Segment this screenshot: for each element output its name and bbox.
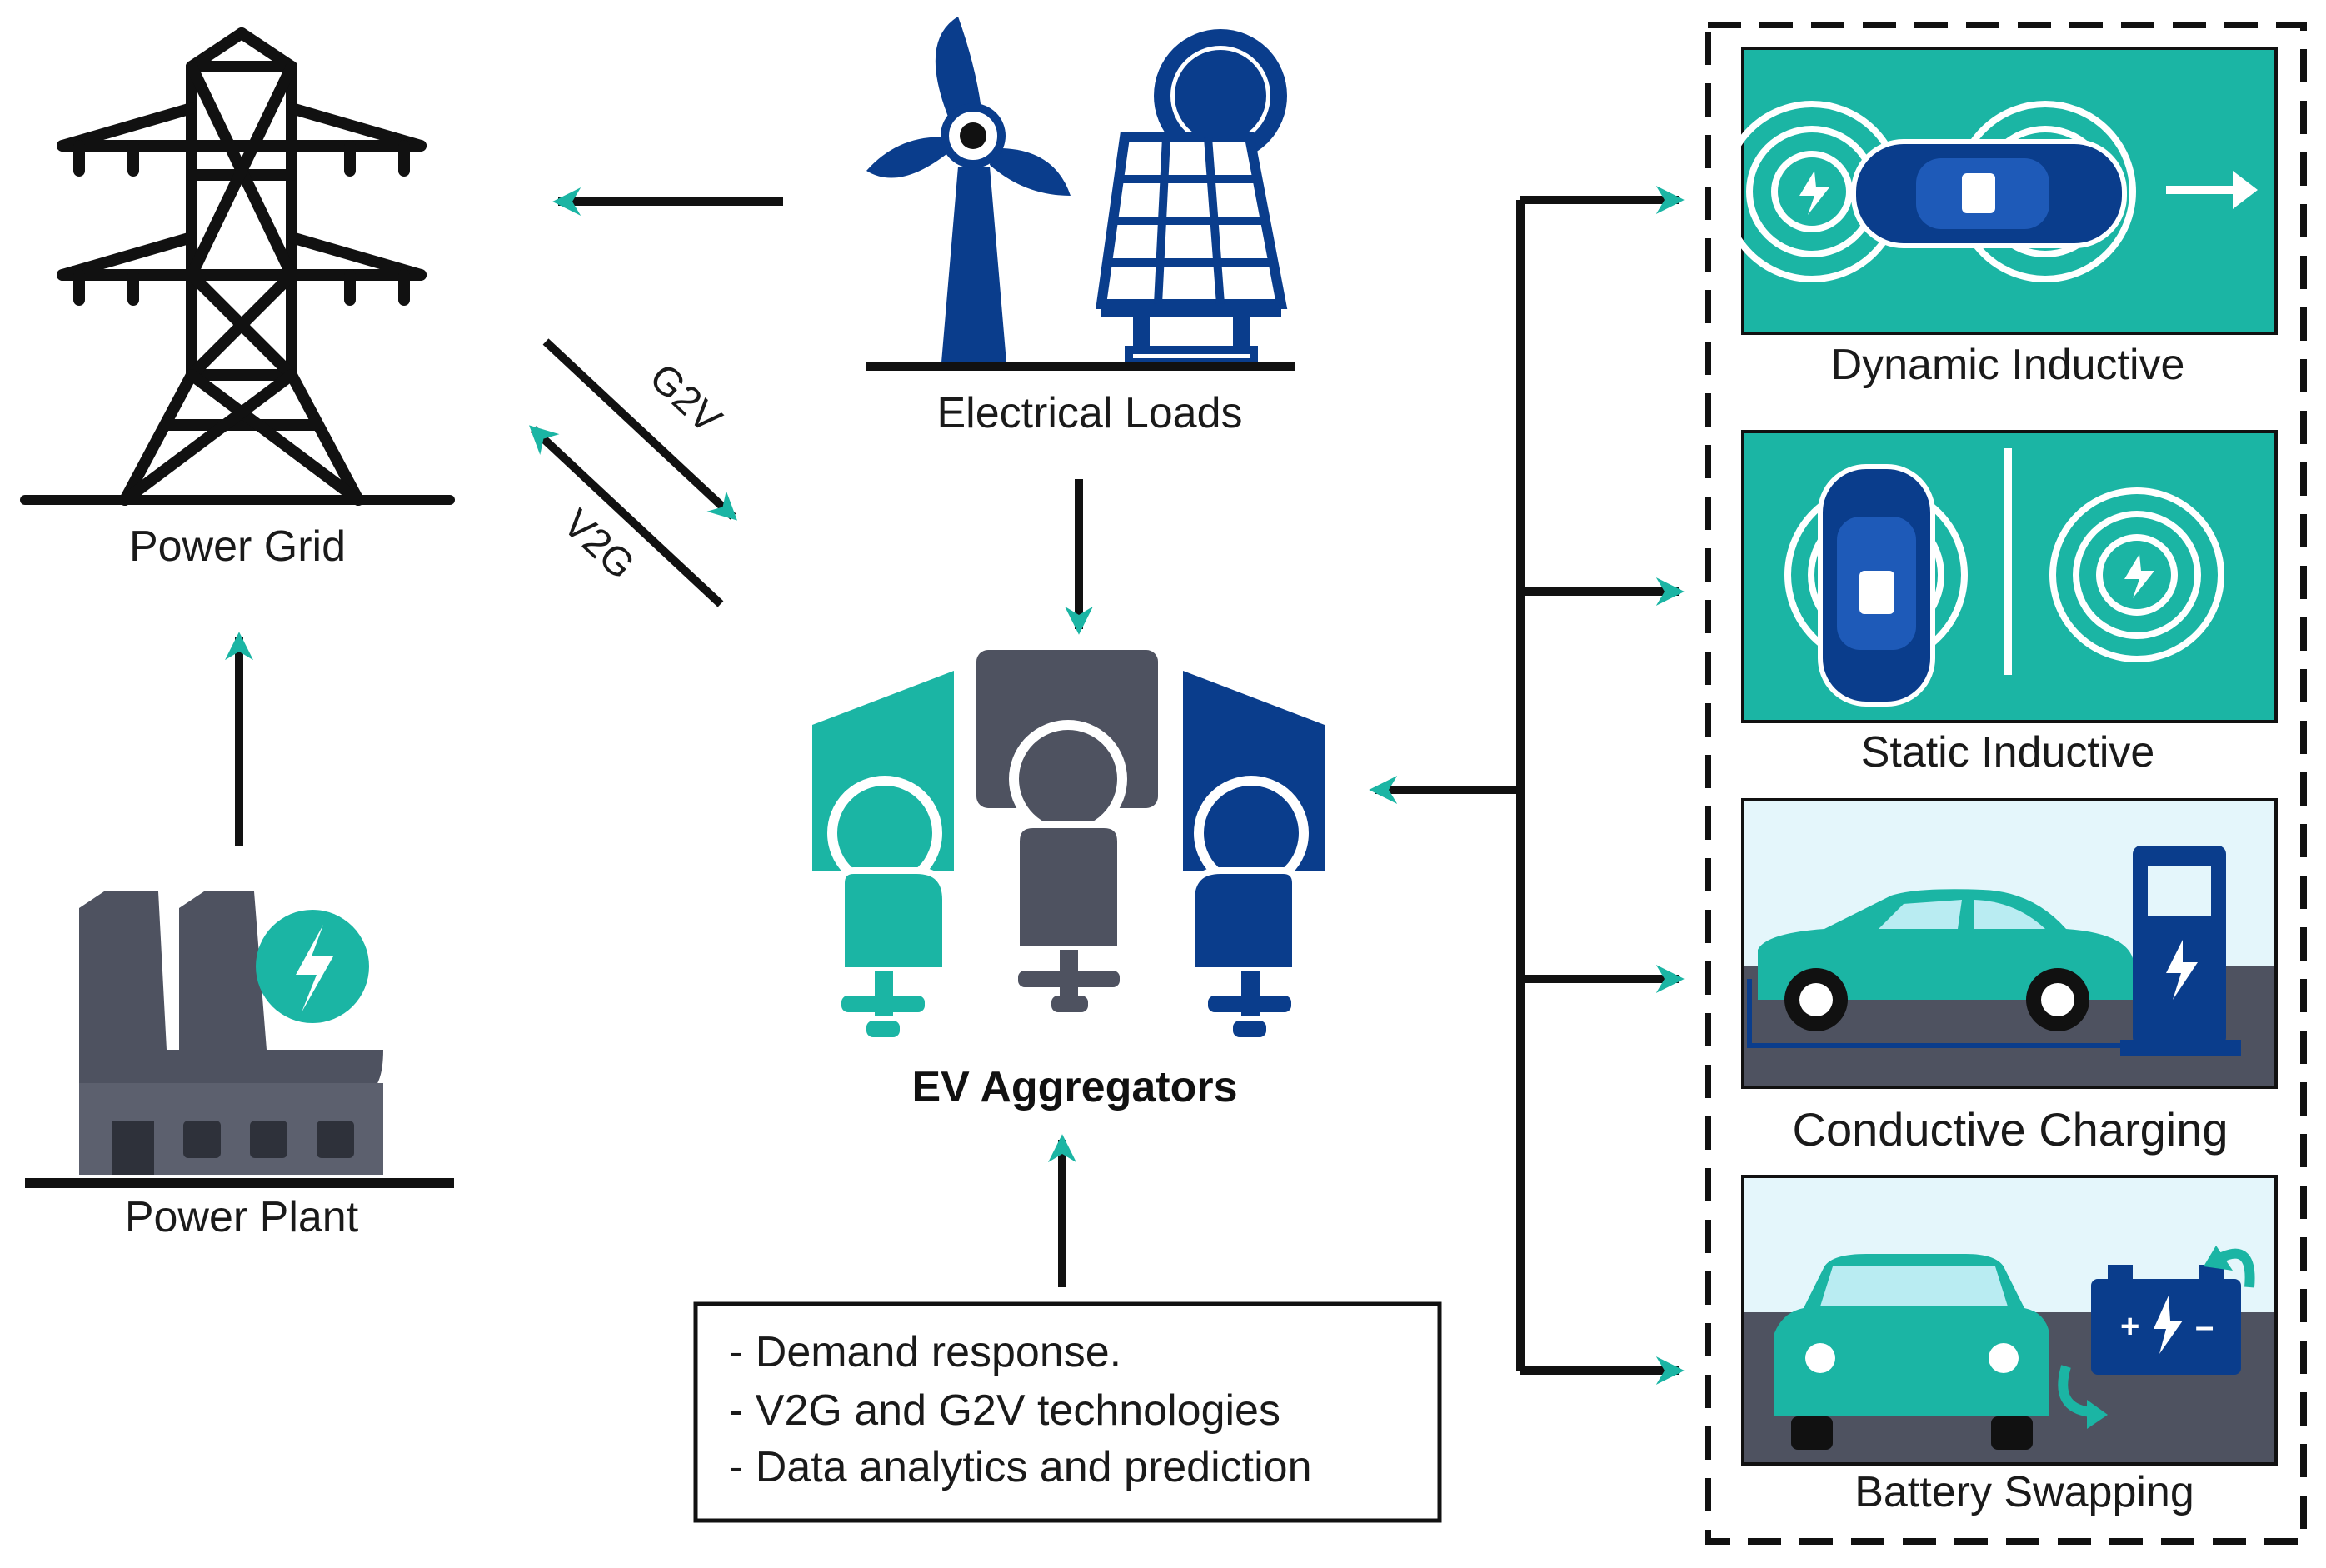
electrical-loads-label: Electrical Loads <box>936 389 1242 437</box>
svg-text:+: + <box>2120 1308 2139 1345</box>
arrow-g2v <box>542 338 737 521</box>
transmission-tower-icon <box>20 27 455 506</box>
conductive-charging-label: Conductive Charging <box>1793 1103 2229 1156</box>
energy-bolt-icon <box>256 910 369 1023</box>
ev-aggregators-label: EV Aggregators <box>911 1063 1237 1111</box>
services-item-2: - Data analytics and prediction <box>729 1443 1312 1491</box>
arrow-v2g <box>529 425 724 607</box>
swap-arrow-icon <box>2218 1248 2255 1288</box>
g2v-label: G2V <box>641 356 729 442</box>
aggregators-group-icon <box>812 650 1325 1037</box>
dynamic-inductive-panel <box>1721 47 2278 335</box>
svg-text:–: – <box>2195 1308 2214 1345</box>
services-item-0: - Demand response. <box>729 1328 1121 1376</box>
wind-turbine-icon <box>866 17 1071 362</box>
sun-icon <box>1154 29 1287 162</box>
charging-methods-frame <box>1705 22 2307 1545</box>
static-inductive-label: Static Inductive <box>1861 728 2155 777</box>
sedan-icon <box>1758 889 2137 1000</box>
static-inductive-panel <box>1741 430 2278 723</box>
power-plant-label: Power Plant <box>125 1193 359 1241</box>
dynamic-inductive-label: Dynamic Inductive <box>1831 341 2185 389</box>
power-grid-label: Power Grid <box>129 522 346 571</box>
branch-connector <box>1369 185 1685 1386</box>
services-box: - Demand response. - V2G and G2V technol… <box>693 1301 1442 1523</box>
services-item-1: - V2G and G2V technologies <box>729 1386 1280 1435</box>
battery-swapping-label: Battery Swapping <box>1854 1468 2194 1516</box>
solar-panel-icon <box>1096 132 1288 367</box>
conductive-charging-panel <box>1741 798 2278 1089</box>
factory-icon <box>25 891 454 1188</box>
battery-swapping-panel: + – <box>1741 1175 2278 1466</box>
